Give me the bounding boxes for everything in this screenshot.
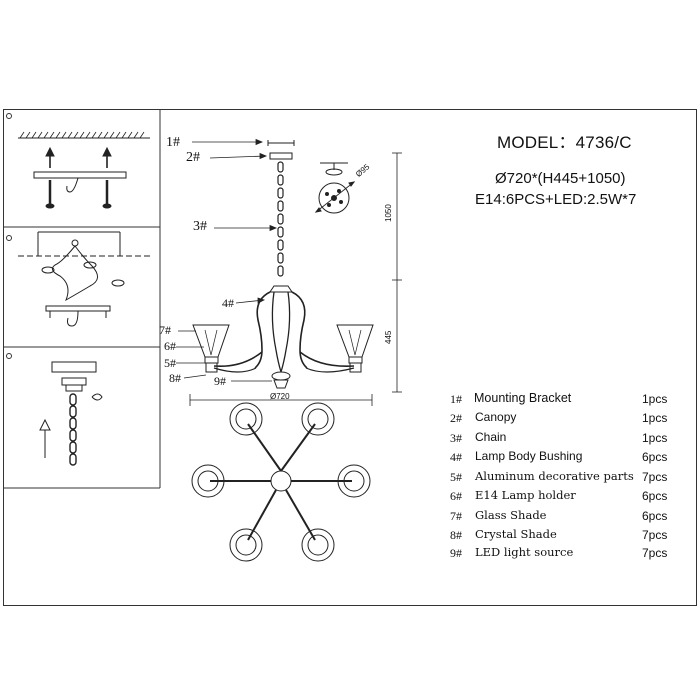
part-num: 3# [450,431,462,445]
step-marker-2 [6,235,12,241]
part-num: 1# [450,392,462,406]
part-name: Aluminum decorative parts [475,469,634,483]
callout-6: 6# [164,339,176,353]
part-num: 2# [450,411,462,425]
part-qty: 6pcs [642,509,668,523]
part-name: E14 Lamp holder [475,488,576,502]
part-qty: 6pcs [642,489,668,503]
part-qty: 7pcs [642,470,668,484]
step3-illustration [39,361,103,466]
part-name: Glass Shade [475,508,547,522]
part-qty: 6pcs [642,450,668,464]
sheet-border [3,109,697,606]
dimension-chain-height: 1050 [384,204,393,222]
part-num: 8# [450,528,462,542]
part-qty: 1pcs [642,431,668,445]
callout-3: 3# [193,219,207,234]
step-marker-1 [6,113,12,119]
step-marker-3 [6,353,12,359]
part-num: 6# [450,489,462,503]
part-qty: 1pcs [642,392,668,406]
callout-2: 2# [186,150,200,165]
part-name: Canopy [475,410,517,424]
part-num: 9# [450,546,462,560]
step2-illustration [18,231,150,327]
callout-5: 5# [164,356,176,370]
chandelier-side-view [189,140,402,406]
callout-8: 8# [169,371,181,385]
part-name: Crystal Shade [475,527,557,541]
part-num: 7# [450,509,462,523]
part-num: 5# [450,470,462,484]
callout-4: 4# [222,296,234,310]
spec-lamps: E14:6PCS+LED:2.5W*7 [475,191,637,208]
callout-1: 1# [166,135,180,150]
part-qty: 7pcs [642,528,668,542]
chandelier-top-view [191,402,371,562]
part-name: Lamp Body Bushing [475,449,583,463]
dimension-width: Ø720 [270,392,290,401]
part-qty: 1pcs [642,411,668,425]
canopy-detail [314,162,356,214]
part-name: LED light source [475,545,574,559]
callout-9: 9# [214,374,226,388]
spec-size: Ø720*(H445+1050) [495,170,626,187]
part-qty: 7pcs [642,546,668,560]
step1-illustration [18,131,150,209]
dimension-body-height: 445 [384,330,393,344]
model-title: MODEL：4736/C [497,133,632,152]
part-name: Mounting Bracket [474,391,572,405]
part-num: 4# [450,450,462,464]
callout-leaders [176,138,278,382]
part-name: Chain [475,430,507,444]
callout-7: 7# [159,323,171,337]
